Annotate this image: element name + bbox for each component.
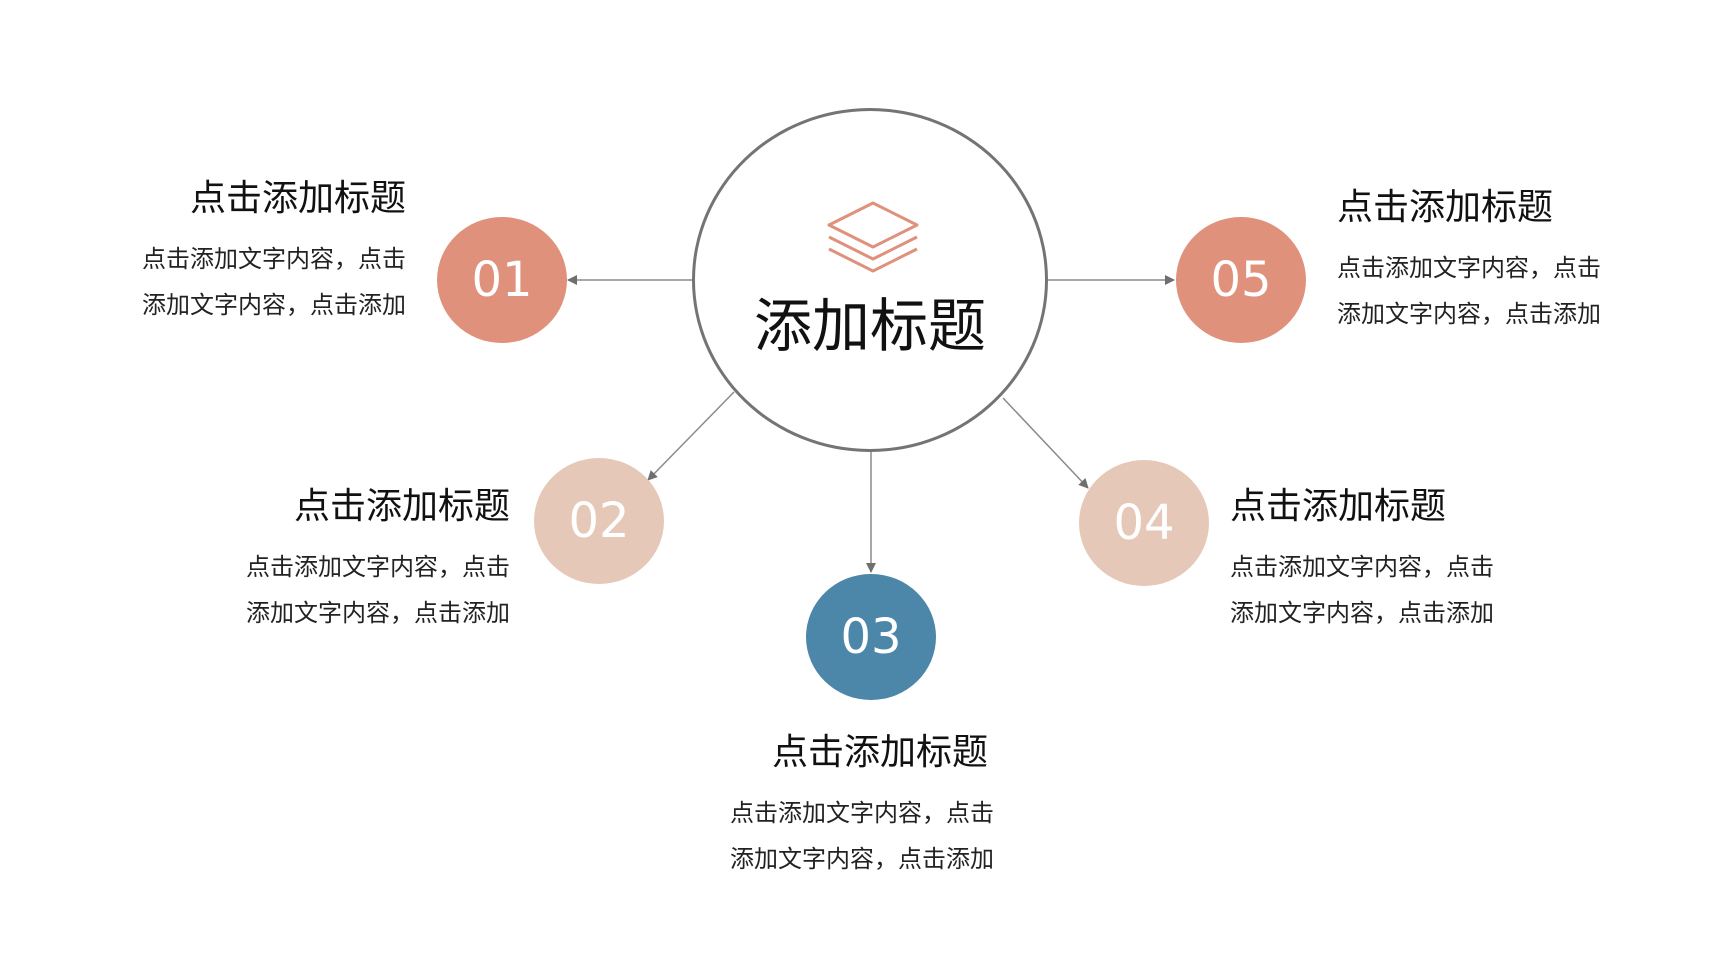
item-title-05[interactable]: 点击添加标题 [1337, 187, 1554, 228]
text-block-04: 点击添加标题 点击添加文字内容，点击 添加文字内容，点击添加 [1230, 484, 1530, 636]
layers-icon [827, 201, 919, 273]
item-title-01[interactable]: 点击添加标题 [189, 178, 406, 219]
node-05: 05 [1176, 217, 1306, 343]
node-03: 03 [806, 574, 936, 700]
node-04: 04 [1079, 460, 1209, 586]
item-title-03[interactable]: 点击添加标题 [771, 732, 988, 773]
item-desc-05[interactable]: 点击添加文字内容，点击 添加文字内容，点击添加 [1337, 245, 1637, 337]
text-block-01: 点击添加标题 点击添加文字内容，点击 添加文字内容，点击添加 [106, 176, 406, 328]
item-desc-03-line2: 添加文字内容，点击添加 [730, 845, 994, 873]
item-desc-02-line1: 点击添加文字内容，点击 [246, 553, 510, 581]
node-02: 02 [534, 458, 664, 584]
item-desc-04-line1: 点击添加文字内容，点击 [1230, 553, 1494, 581]
item-desc-04[interactable]: 点击添加文字内容，点击 添加文字内容，点击添加 [1230, 544, 1530, 636]
hub-title: 添加标题 [753, 292, 986, 360]
item-desc-05-line1: 点击添加文字内容，点击 [1337, 254, 1601, 282]
item-desc-01[interactable]: 点击添加文字内容，点击 添加文字内容，点击添加 [106, 236, 406, 328]
connector-to-02 [647, 391, 735, 481]
text-block-03: 点击添加标题 点击添加文字内容，点击 添加文字内容，点击添加 [730, 730, 1030, 882]
item-title-04[interactable]: 点击添加标题 [1230, 486, 1447, 527]
central-hub: 添加标题 [692, 108, 1048, 452]
node-01: 01 [437, 217, 567, 343]
item-title-02[interactable]: 点击添加标题 [293, 486, 510, 527]
item-desc-05-line2: 添加文字内容，点击添加 [1337, 300, 1601, 328]
item-desc-04-line2: 添加文字内容，点击添加 [1230, 599, 1494, 627]
item-desc-01-line2: 添加文字内容，点击添加 [142, 291, 406, 319]
connector-to-04 [1002, 397, 1089, 489]
item-desc-03-line1: 点击添加文字内容，点击 [730, 799, 994, 827]
item-desc-02[interactable]: 点击添加文字内容，点击 添加文字内容，点击添加 [210, 544, 510, 636]
text-block-02: 点击添加标题 点击添加文字内容，点击 添加文字内容，点击添加 [210, 484, 510, 636]
item-desc-01-line1: 点击添加文字内容，点击 [142, 245, 406, 273]
item-desc-03[interactable]: 点击添加文字内容，点击 添加文字内容，点击添加 [730, 790, 1030, 882]
item-desc-02-line2: 添加文字内容，点击添加 [246, 599, 510, 627]
text-block-05: 点击添加标题 点击添加文字内容，点击 添加文字内容，点击添加 [1337, 185, 1637, 337]
